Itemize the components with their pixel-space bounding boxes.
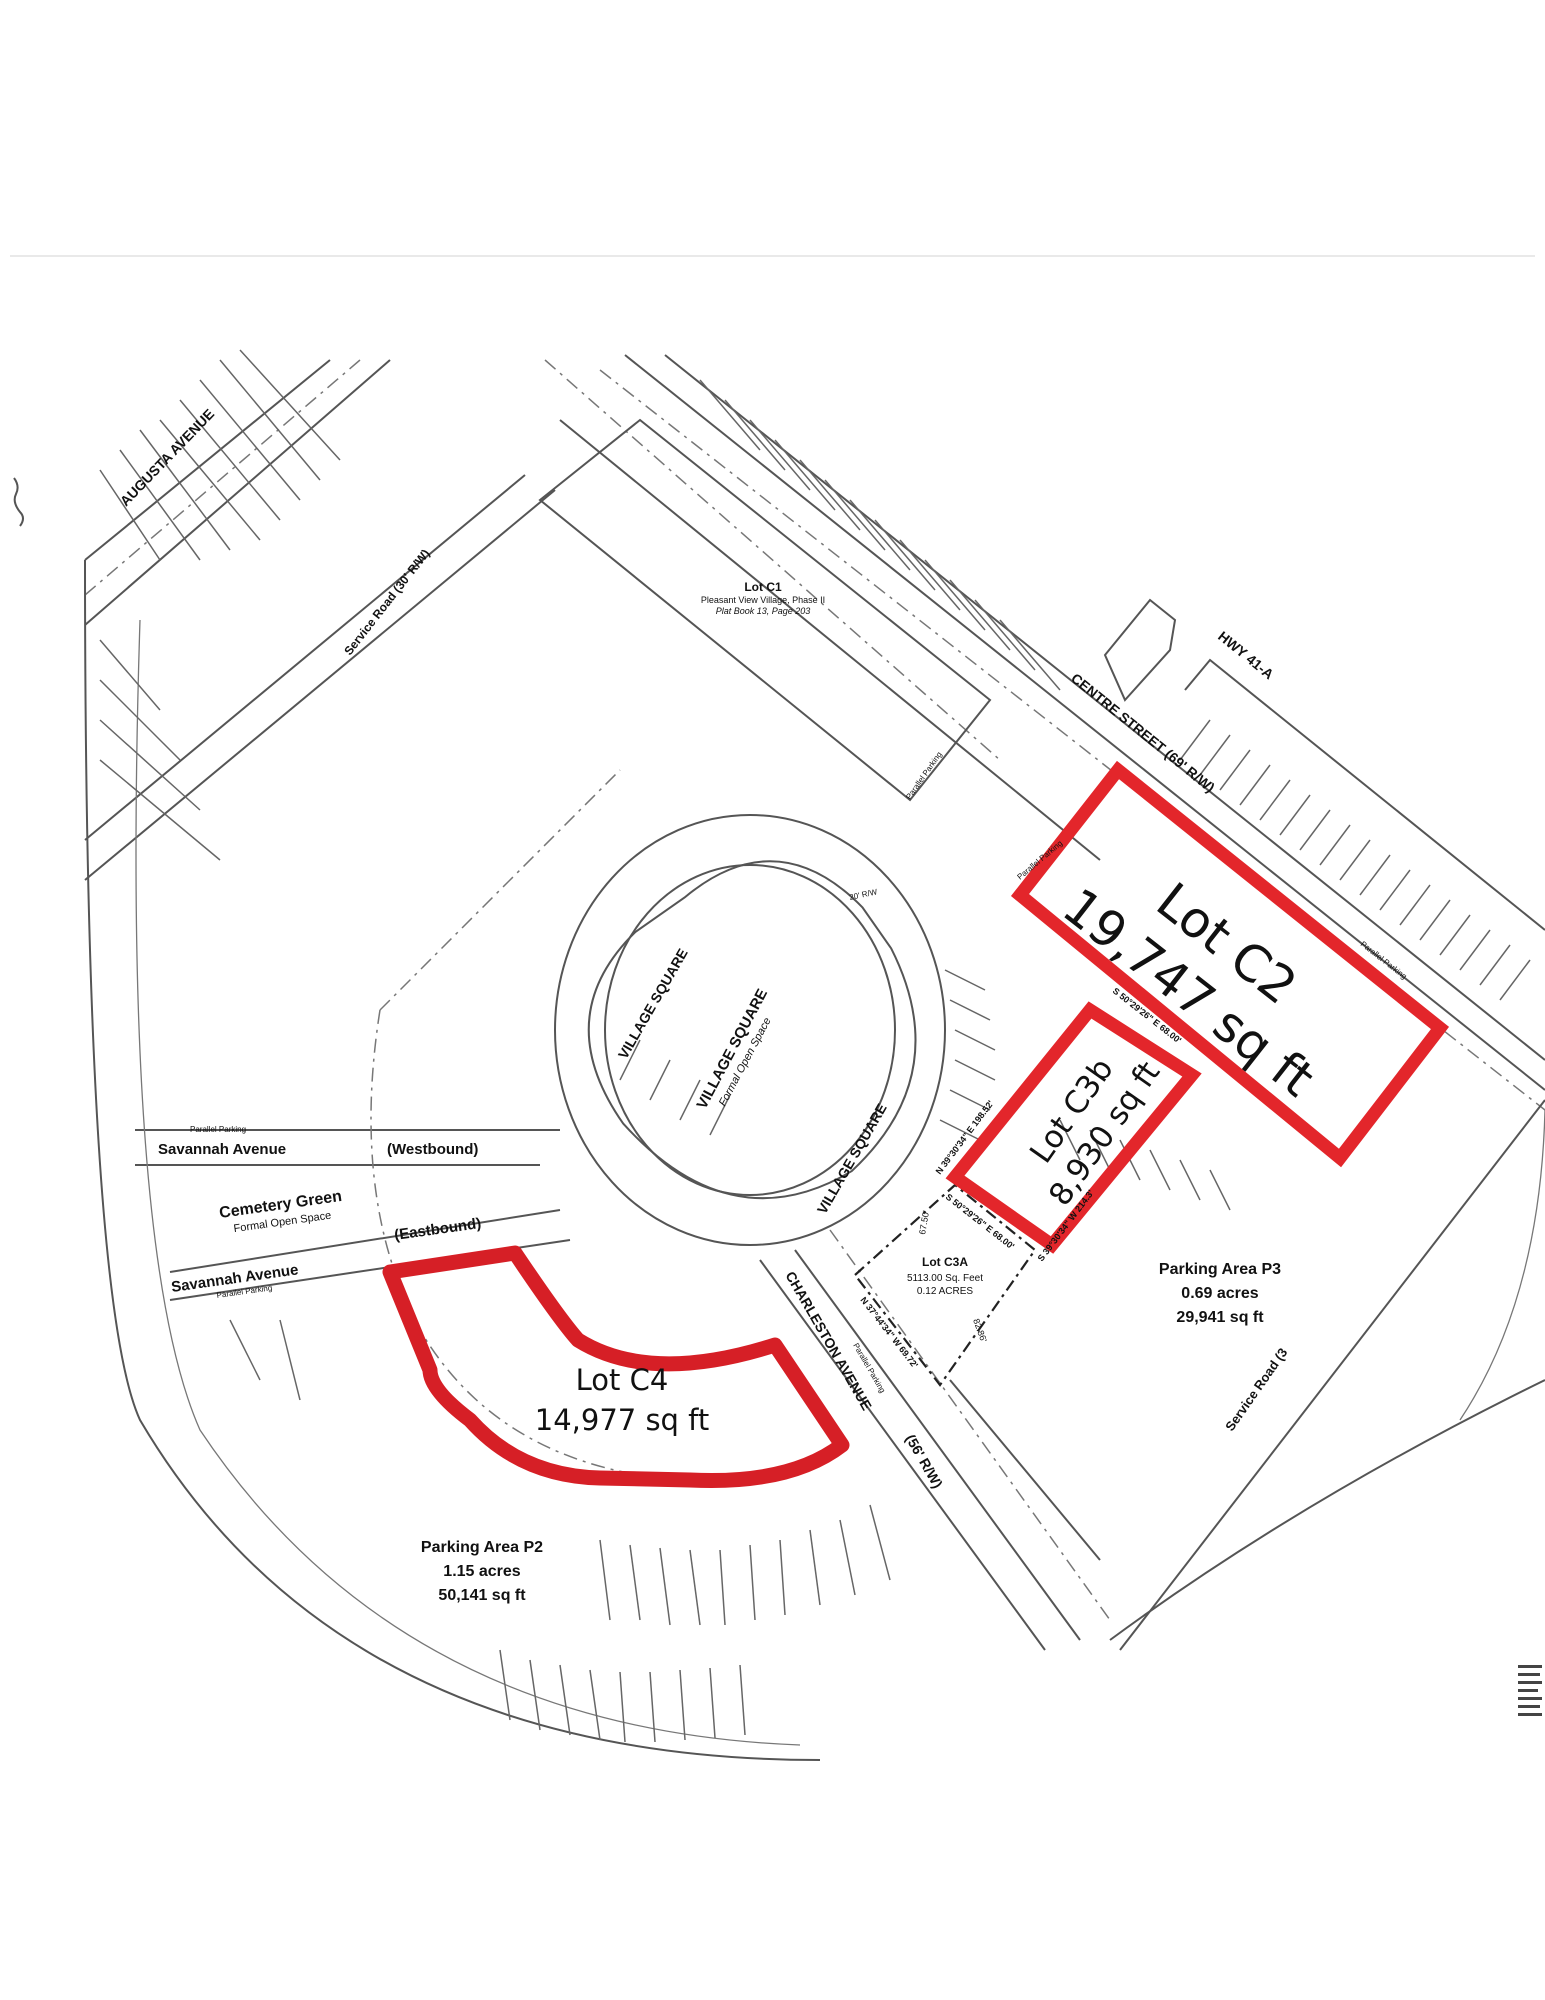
svg-text:5113.00 Sq. Feet: 5113.00 Sq. Feet xyxy=(907,1273,983,1284)
cemetery-green-label: Cemetery Green Formal Open Space xyxy=(218,1188,343,1235)
village-square-center-label: VILLAGE SQUARE Formal Open Space xyxy=(694,986,774,1112)
centre-street-label: CENTRE STREET (69' R/W) xyxy=(1068,670,1218,796)
lot-c3b-label: Lot C3b 8,930 sq ft xyxy=(1023,1052,1167,1213)
svg-text:Lot C3A: Lot C3A xyxy=(922,1255,968,1269)
eastbound-label: (Eastbound) xyxy=(393,1215,482,1244)
svg-text:Pleasant View Village, Phase I: Pleasant View Village, Phase II xyxy=(701,595,825,605)
village-square-layout xyxy=(554,814,946,1246)
road-linework xyxy=(84,354,1545,1761)
svg-text:82.86': 82.86' xyxy=(971,1317,989,1343)
svg-text:Lot C4: Lot C4 xyxy=(576,1363,669,1397)
hwy-41a-label: HWY 41-A xyxy=(1215,628,1277,682)
legend-fragment xyxy=(1518,1665,1542,1716)
savannah-west-label: Savannah Avenue xyxy=(158,1141,286,1158)
parking-area-p2-label: Parking Area P2 1.15 acres 50,141 sq ft xyxy=(421,1539,543,1604)
svg-text:Plat Book 13, Page 203: Plat Book 13, Page 203 xyxy=(716,606,811,616)
lot-c3a-label: Lot C3A 5113.00 Sq. Feet 0.12 ACRES xyxy=(907,1255,983,1297)
charleston-rw-label: (56' R/W) xyxy=(902,1432,946,1491)
row-20-label: 20' R/W xyxy=(849,887,879,902)
lot-c3b-boundary xyxy=(945,1001,1202,1254)
village-square-label-1: VILLAGE SQUARE xyxy=(615,946,691,1062)
parking-stalls xyxy=(99,349,1531,1743)
svg-text:0.12 ACRES: 0.12 ACRES xyxy=(917,1286,973,1297)
parallel-parking-label: Parallel Parking xyxy=(904,750,944,801)
lot-c2-boundary xyxy=(1010,760,1450,1168)
parallel-parking-label: Parallel Parking xyxy=(190,1125,246,1134)
svg-text:14,977 sq ft: 14,977 sq ft xyxy=(535,1403,710,1437)
svg-text:Parking Area P3: Parking Area P3 xyxy=(1159,1261,1281,1278)
svg-text:0.69 acres: 0.69 acres xyxy=(1181,1285,1259,1302)
svg-text:67.50': 67.50' xyxy=(917,1209,931,1235)
pen-mark xyxy=(13,477,24,527)
svg-text:29,941 sq ft: 29,941 sq ft xyxy=(1176,1309,1264,1326)
lot-c1-outline xyxy=(538,418,992,802)
service-road-east-label: Service Road (3 xyxy=(1222,1345,1290,1434)
westbound-label: (Westbound) xyxy=(387,1141,478,1158)
svg-text:1.15 acres: 1.15 acres xyxy=(443,1563,521,1580)
lot-c4-label: Lot C4 14,977 sq ft xyxy=(535,1363,710,1437)
svg-text:Parking Area P2: Parking Area P2 xyxy=(421,1539,543,1556)
svg-text:50,141 sq ft: 50,141 sq ft xyxy=(438,1587,526,1604)
village-square-label-2: VILLAGE SQUARE xyxy=(814,1101,890,1217)
lot-c1-label: Lot C1 Pleasant View Village, Phase II P… xyxy=(701,580,825,616)
parking-area-p3-label: Parking Area P3 0.69 acres 29,941 sq ft xyxy=(1159,1261,1281,1326)
lot-c4-boundary xyxy=(382,1245,850,1489)
svg-text:Lot C1: Lot C1 xyxy=(744,580,782,594)
